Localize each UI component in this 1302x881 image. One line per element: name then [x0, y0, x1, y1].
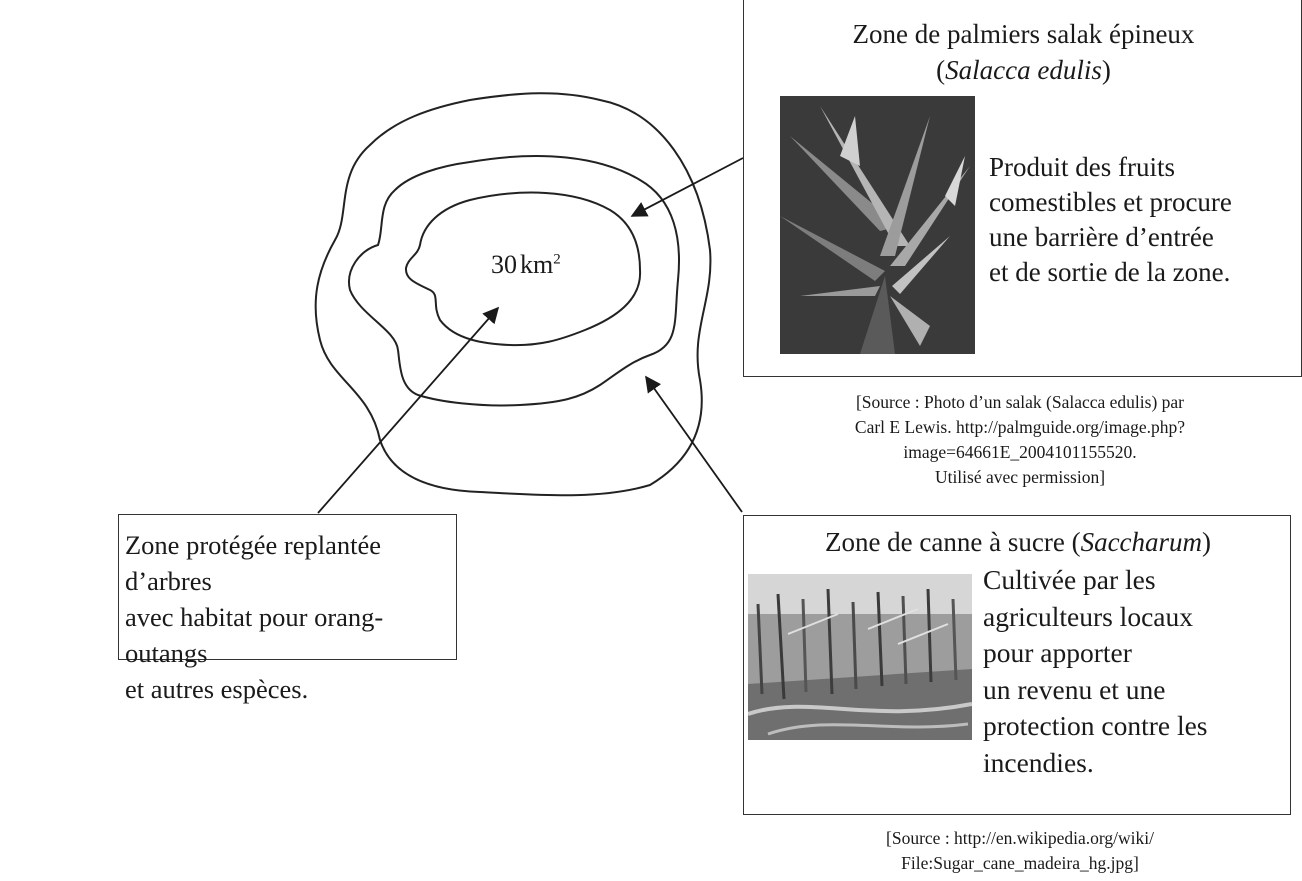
salak-palm-photo: [780, 96, 975, 354]
salak-zone-boundary: [348, 155, 681, 407]
palm-pointer-arrow: [630, 157, 744, 217]
sugarcane-zone-title: Zone de canne à sucre (Saccharum): [824, 527, 1212, 557]
sugarcane-photo: [748, 574, 972, 740]
sugarcane-pointer-arrow: [645, 375, 743, 513]
palm-zone-description: Produit des fruits comestibles et procur…: [989, 152, 1232, 287]
protected-pointer-arrow: [317, 306, 500, 514]
sugarcane-zone-description: Cultivée par les agriculteurs locaux pou…: [983, 564, 1208, 778]
outer-zone-boundary: [314, 92, 712, 497]
palm-zone-title: Zone de palmiers salak épineux (Salacca …: [852, 19, 1195, 85]
protected-zone-box: Zone protégée replantée d’arbres avec ha…: [118, 514, 457, 704]
sugarcane-zone-box: Zone de canne à sucre (Saccharum) Cultiv…: [743, 515, 1291, 815]
palm-zone-box: Zone de palmiers salak épineux (Salacca …: [743, 0, 1302, 377]
sugarcane-photo-source: [Source : http://en.wikipedia.org/wiki/ …: [886, 828, 1154, 873]
palm-photo-source: [Source : Photo d’un salak (Salacca edul…: [854, 392, 1186, 487]
protected-zone-boundary: [404, 191, 642, 347]
